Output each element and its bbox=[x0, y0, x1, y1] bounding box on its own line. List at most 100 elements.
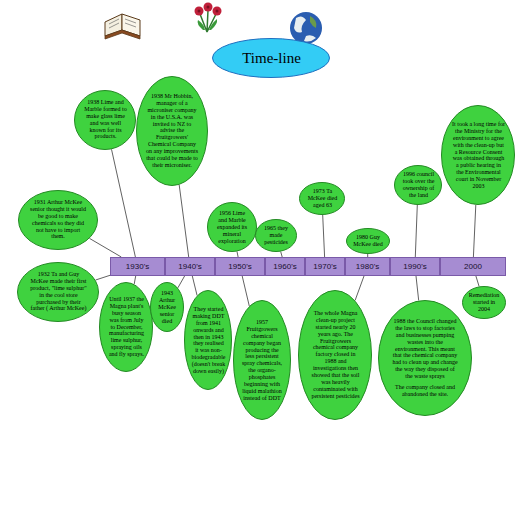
leader-connector bbox=[112, 149, 136, 257]
event-shape-outline bbox=[185, 291, 232, 390]
event-shape-outline bbox=[300, 183, 345, 215]
event-text: 1932 Ta and Guy McKee made their first p… bbox=[29, 271, 88, 312]
event-text: 1980 Guy McKee died bbox=[352, 234, 384, 248]
text-holder: Time-line bbox=[229, 50, 314, 67]
decade-label: 2000 bbox=[464, 263, 482, 271]
leader-connector bbox=[96, 275, 110, 280]
leader-connector bbox=[355, 276, 364, 300]
event-shape-outline bbox=[463, 287, 506, 319]
decade-label: 1960's bbox=[273, 263, 296, 271]
event-ellipse: They started making DDT from 1941 onward… bbox=[184, 290, 232, 390]
event-ellipse: 1957 Fruitgrowers chemical company began… bbox=[233, 300, 291, 420]
event-shape-outline bbox=[347, 229, 390, 254]
leader-connector bbox=[134, 276, 136, 284]
text-holder: 1956 Lime and Marble expanded its minera… bbox=[214, 210, 250, 244]
event-text: It took a long time for the Ministry for… bbox=[452, 121, 505, 190]
event-ellipse: 1965 they made pesticides bbox=[255, 219, 297, 252]
event-ellipse: 1932 Ta and Guy McKee made their first p… bbox=[17, 262, 99, 322]
leader-connector bbox=[242, 276, 249, 306]
leader-connector bbox=[178, 276, 185, 288]
event-shape-outline bbox=[299, 291, 372, 420]
event-ellipse: 1988 the Council changed the laws to sto… bbox=[378, 300, 472, 416]
event-text: 1931 Arthur McKee senior thought it woul… bbox=[29, 199, 87, 240]
leader-connector bbox=[416, 276, 419, 301]
event-ellipse: 1938 Mr Hobbin, manager of a microniser … bbox=[136, 76, 208, 186]
text-holder: 1980 Guy McKee died bbox=[352, 234, 384, 248]
decade-segment: 1970's bbox=[305, 257, 345, 276]
event-ellipse: Remediation started in 2004 bbox=[462, 286, 506, 319]
event-shape-outline bbox=[19, 191, 98, 250]
text-holder: 1938 Lime and Marble formed to make glas… bbox=[83, 99, 128, 140]
title-shape-outline bbox=[213, 39, 330, 78]
event-text: The whole Magna clean-up project started… bbox=[309, 310, 362, 400]
text-holder: 1988 the Council changed the laws to sto… bbox=[391, 318, 459, 398]
event-text: 1943 Arthur McKee senior died bbox=[155, 290, 179, 324]
event-shape-outline bbox=[137, 77, 208, 186]
event-shape-outline bbox=[151, 283, 184, 332]
event-text: 1988 the Council changed the laws to sto… bbox=[391, 318, 459, 380]
event-shape-outline bbox=[234, 301, 291, 420]
decade-label: 1940's bbox=[178, 263, 201, 271]
event-text: Until 1937 the Magna plant's busy season… bbox=[107, 296, 146, 358]
leader-connector bbox=[415, 205, 417, 257]
event-shape-outline bbox=[100, 283, 153, 372]
event-shape bbox=[233, 300, 291, 420]
text-holder: 1943 Arthur McKee senior died bbox=[155, 290, 179, 324]
event-ellipse: Until 1937 the Magna plant's busy season… bbox=[99, 282, 153, 372]
decade-segment: 1990's bbox=[390, 257, 440, 276]
leader-connector bbox=[476, 276, 479, 286]
event-shape-outline bbox=[379, 301, 472, 416]
event-text: Remediation started in 2004 bbox=[468, 292, 500, 313]
decade-segment: 1930's bbox=[110, 257, 165, 276]
leader-connector bbox=[473, 205, 475, 257]
decade-label: 1950's bbox=[228, 263, 251, 271]
event-text: They started making DDT from 1941 onward… bbox=[191, 306, 226, 375]
leader-connector bbox=[192, 276, 197, 296]
text-holder: 1965 they made pesticides bbox=[261, 225, 291, 246]
event-ellipse: 1973 Ta McKee died aged 63 bbox=[299, 182, 345, 215]
text-holder: 1931 Arthur McKee senior thought it woul… bbox=[29, 199, 87, 240]
event-shape bbox=[184, 290, 232, 390]
decade-segment: 2000 bbox=[440, 257, 506, 276]
text-holder: 1973 Ta McKee died aged 63 bbox=[306, 188, 339, 209]
event-shape-outline bbox=[442, 106, 515, 205]
decade-label: 1970's bbox=[313, 263, 336, 271]
event-shape-outline bbox=[395, 166, 442, 205]
event-text: 1956 Lime and Marble expanded its minera… bbox=[214, 210, 250, 244]
leader-connector bbox=[323, 215, 325, 257]
event-ellipse: The whole Magna clean-up project started… bbox=[298, 290, 372, 420]
event-ellipse: 1938 Lime and Marble formed to make glas… bbox=[74, 90, 136, 150]
event-ellipse: 1931 Arthur McKee senior thought it woul… bbox=[18, 190, 98, 250]
decade-label: 1980's bbox=[356, 263, 379, 271]
text-holder: It took a long time for the Ministry for… bbox=[452, 121, 505, 190]
event-ellipse: 1996 council took over the ownership of … bbox=[394, 165, 442, 205]
text-holder: Until 1937 the Magna plant's busy season… bbox=[107, 296, 146, 358]
leader-connector bbox=[179, 185, 189, 257]
text-holder: They started making DDT from 1941 onward… bbox=[191, 306, 226, 375]
event-ellipse: 1956 Lime and Marble expanded its minera… bbox=[207, 202, 257, 252]
leader-connector bbox=[90, 238, 122, 257]
event-shape-outline bbox=[256, 220, 297, 252]
book-icon bbox=[105, 14, 140, 39]
text-holder: 1996 council took over the ownership of … bbox=[401, 171, 436, 199]
event-text: The company closed and abandoned the sit… bbox=[391, 384, 459, 398]
earth-icon bbox=[290, 12, 322, 44]
text-holder: The whole Magna clean-up project started… bbox=[309, 310, 362, 400]
event-shape-outline bbox=[75, 91, 136, 150]
flowers-icon bbox=[195, 3, 222, 33]
event-shape-outline bbox=[18, 263, 99, 322]
event-ellipse: 1943 Arthur McKee senior died bbox=[150, 282, 184, 332]
event-ellipse: 1980 Guy McKee died bbox=[346, 228, 390, 254]
decade-label: 1930's bbox=[126, 263, 149, 271]
title-text: Time-line bbox=[229, 50, 314, 67]
text-holder: 1932 Ta and Guy McKee made their first p… bbox=[29, 271, 88, 312]
event-text: 1957 Fruitgrowers chemical company began… bbox=[241, 319, 283, 402]
decade-label: 1990's bbox=[403, 263, 426, 271]
text-holder: Remediation started in 2004 bbox=[468, 292, 500, 313]
text-holder: 1957 Fruitgrowers chemical company began… bbox=[241, 319, 283, 402]
event-text: 1973 Ta McKee died aged 63 bbox=[306, 188, 339, 209]
text-holder: 1938 Mr Hobbin, manager of a microniser … bbox=[146, 93, 198, 169]
event-shape bbox=[441, 105, 515, 205]
